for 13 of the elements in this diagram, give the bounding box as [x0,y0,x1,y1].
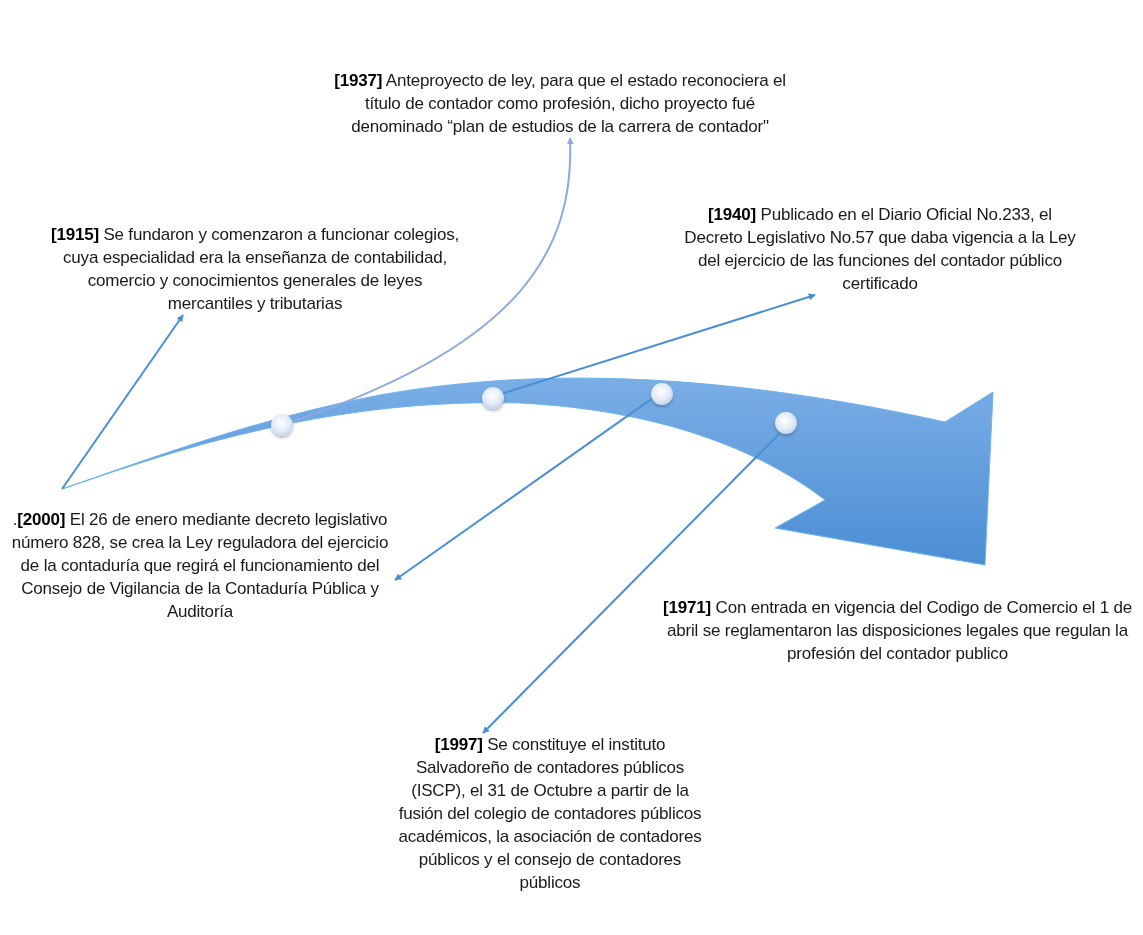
timeline-dot [271,414,293,436]
arrow [291,137,574,423]
arrow [394,397,653,581]
arrow [482,431,782,734]
timeline-entry: [1940] Publicado en el Diario Oficial No.233, el Decreto Legislativo No.57 que daba vigencia a la Ley del ejercicio de las funciones del contador público certificado [683,204,1077,295]
timeline-dot [482,387,504,409]
arrow [61,314,184,490]
timeline-entry: [1971] Con entrada en vigencia del Codigo de Comercio el 1 de abril se reglamentaron las disposiciones legales que regulan la profesión del contador publico [662,597,1133,665]
arrow [502,293,816,395]
timeline-entry: [1915] Se fundaron y comenzaron a funcionar colegios, cuya especialidad era la enseñanza de contabilidad, comercio y conocimientos generales de leyes mercantiles y tributarias [50,224,460,315]
timeline-entry: [1937] Anteproyecto de ley, para que el estado reconociera el título de contador como profesión, dicho proyecto fué denominado “plan de estudios de la carrera de contador" [333,70,787,138]
timeline-entry: .[2000] El 26 de enero mediante decreto legislativo número 828, se crea la Ley reguladora del ejercicio de la contaduría que regirá el funcionamiento del Consejo de Vigilancia de la Contaduría Pública y Auditoría [10,509,390,623]
timeline-entry: [1997] Se constituye el instituto Salvadoreño de contadores públicos (ISCP), el 31 de Octubre a partir de la fusión del colegio de contadores públicos académicos, la asociación de contadores públicos y el consejo de contadores públicos [397,734,703,894]
